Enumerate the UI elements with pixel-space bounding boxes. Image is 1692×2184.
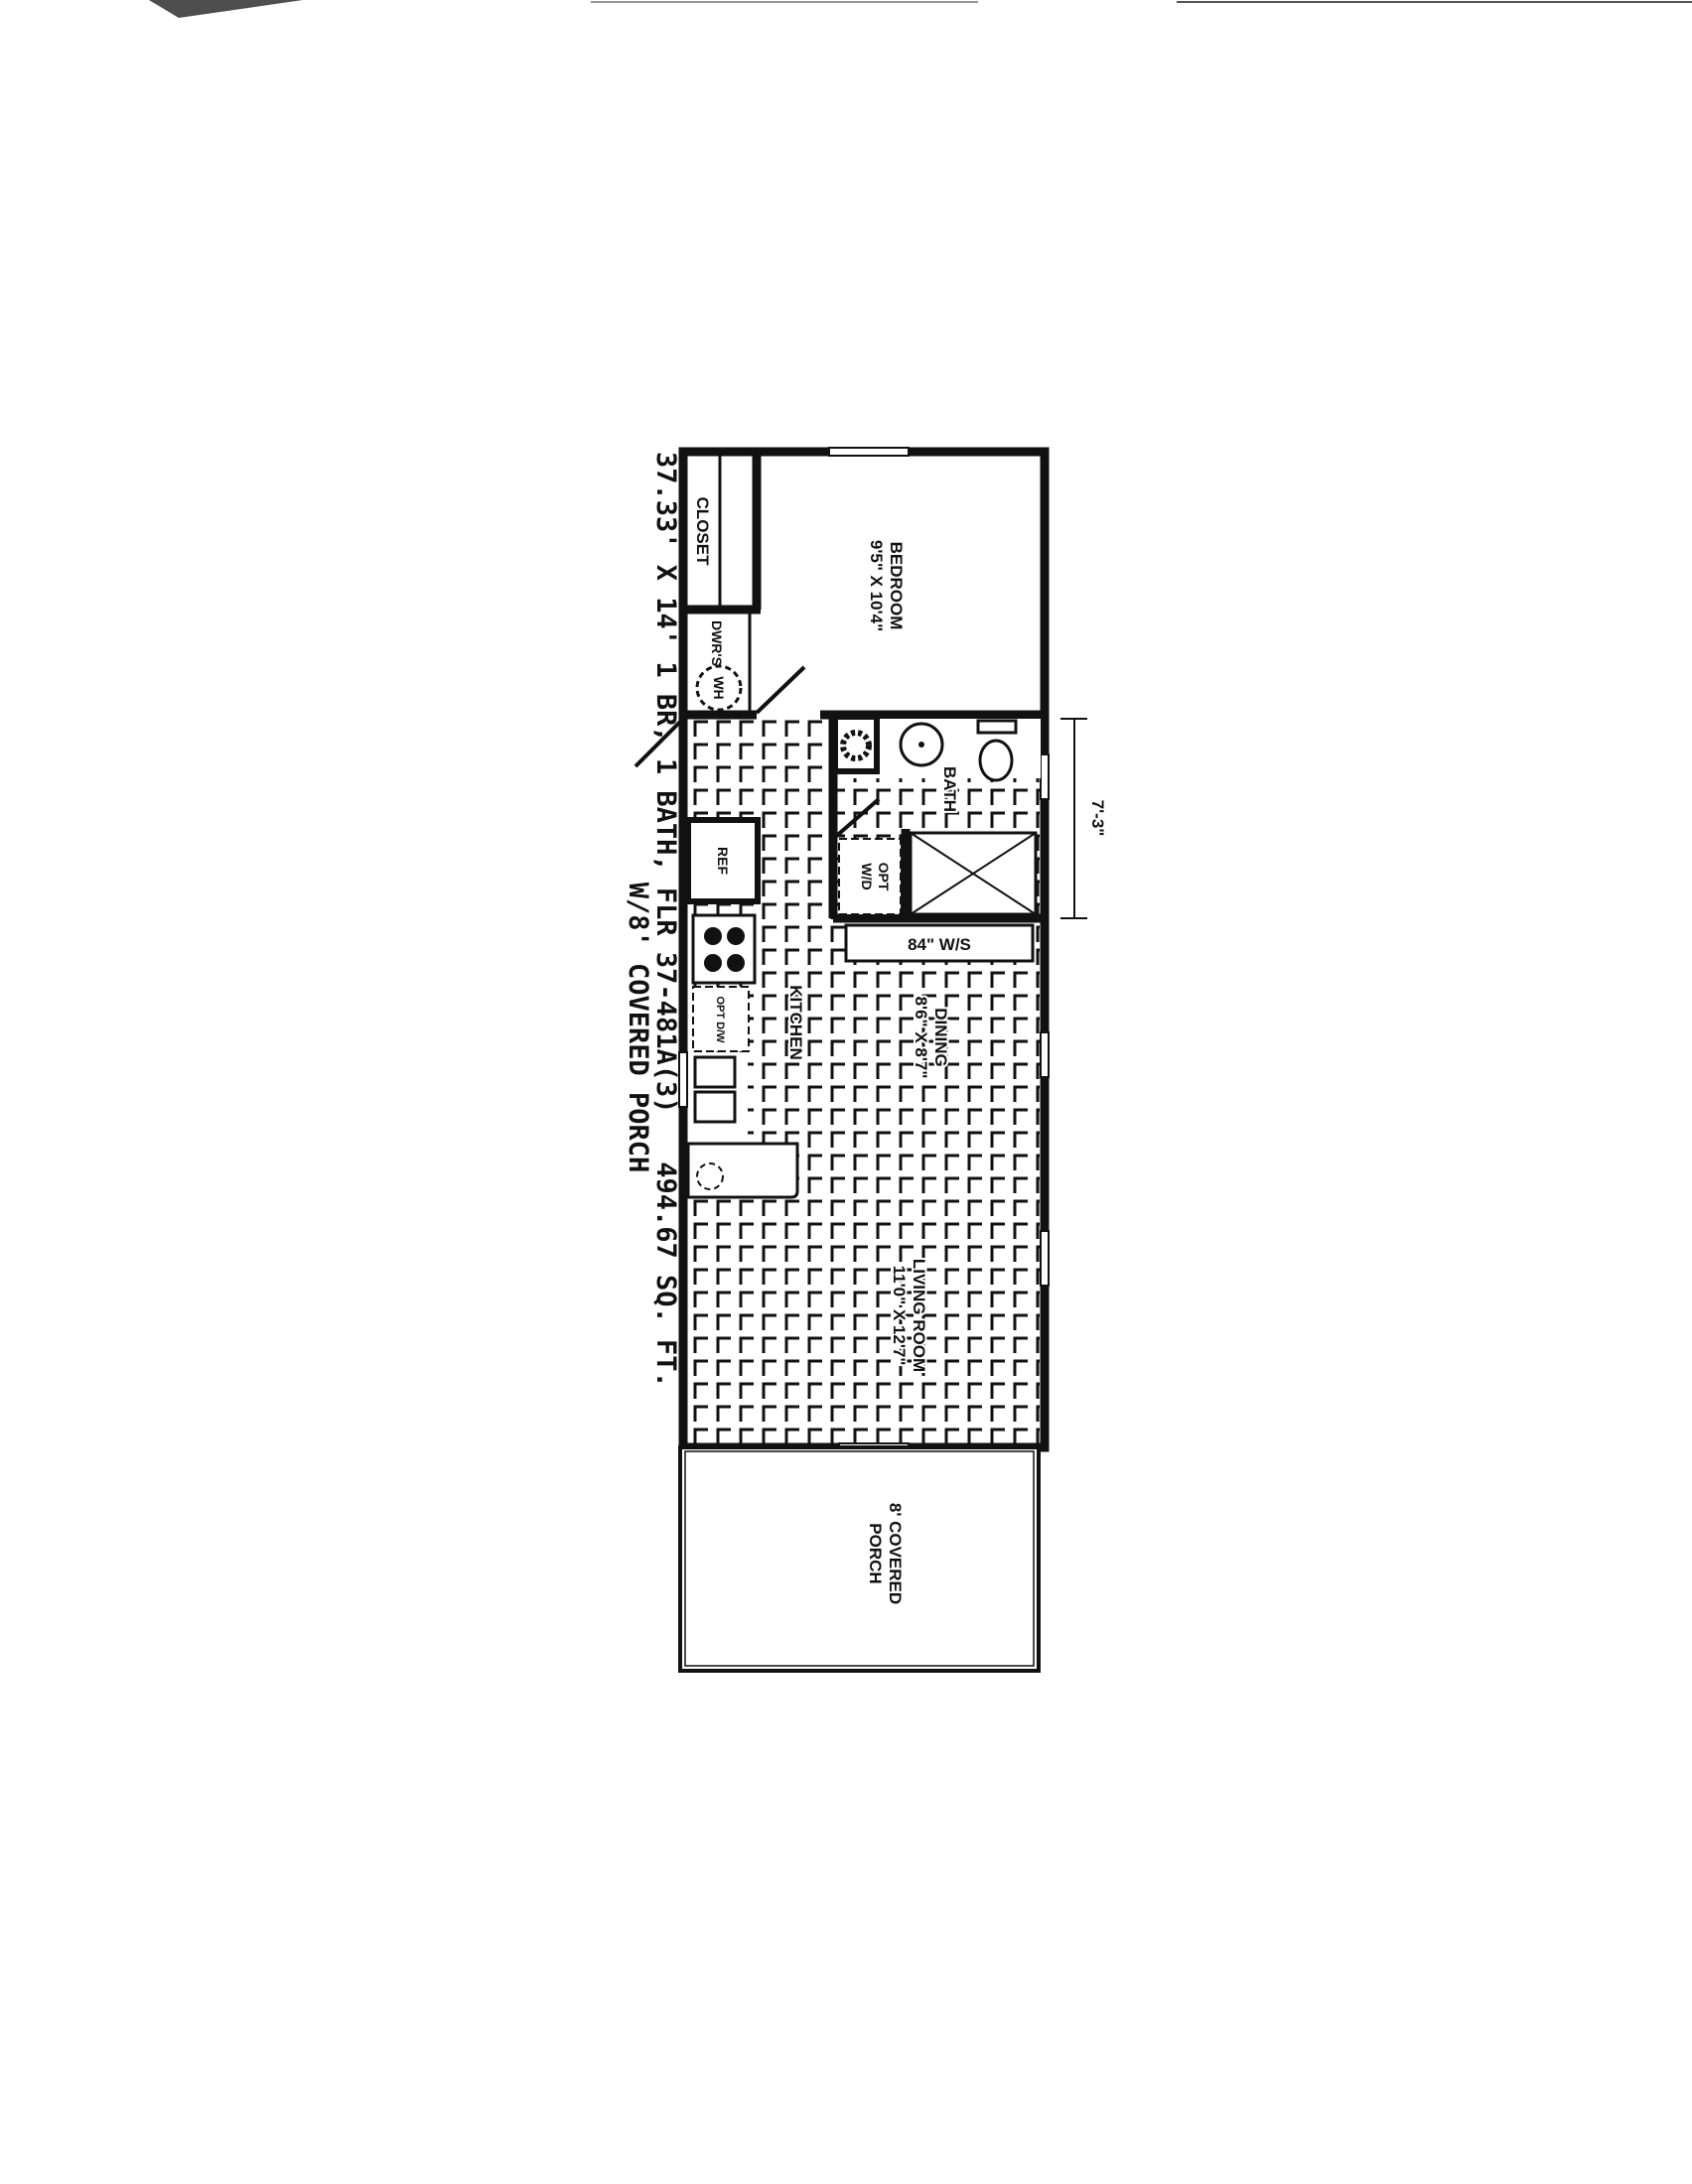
dining-label: DINING <box>931 1008 950 1067</box>
bedroom-area <box>687 455 1041 713</box>
entry-door[interactable] <box>634 715 687 768</box>
ws-box <box>844 923 1035 963</box>
opt-dishwasher <box>692 986 750 1052</box>
plan-caption-line1: 37.33' X 14' 1 BR, 1 BATH, FLR 37-481A(3… <box>650 452 681 1388</box>
toilet-icon <box>978 739 1014 782</box>
covered-porch <box>678 1445 1041 1673</box>
bedroom-size: 9'5" X 10'4" <box>867 540 886 631</box>
trash-can <box>696 1162 724 1190</box>
window <box>1040 1230 1050 1287</box>
toilet-tank <box>976 719 1018 735</box>
refrigerator <box>685 817 761 904</box>
hvac-icon <box>840 730 872 761</box>
ws-label: 84" W/S <box>908 935 971 954</box>
window <box>828 447 910 457</box>
water-heater-label: WH <box>711 676 727 699</box>
shower-x <box>910 832 1037 915</box>
dining-size: 8'6" X 8'7" <box>912 997 930 1079</box>
window <box>678 1051 688 1108</box>
peninsula-counter <box>686 1142 799 1199</box>
burner <box>704 954 722 972</box>
range <box>691 913 757 985</box>
kitchen-sink <box>693 1055 737 1089</box>
opt-wd-label: W/D <box>859 863 875 889</box>
dimension-label: 7'-3" <box>1088 800 1107 837</box>
window <box>1040 753 1050 800</box>
burner <box>704 927 722 945</box>
bedroom-door[interactable] <box>755 665 806 715</box>
bath-door[interactable] <box>831 797 881 841</box>
scan-artifact <box>149 0 303 18</box>
kitchen-sink <box>693 1090 737 1124</box>
living-room-label: LIVING ROOM <box>910 1259 928 1372</box>
opt-wd-box <box>838 838 902 915</box>
ref-label: REF <box>715 847 731 875</box>
sink-drain <box>918 742 924 748</box>
porch-label: 8' COVERED <box>886 1503 905 1604</box>
bedroom-label: BEDROOM <box>887 542 906 630</box>
porch-label: PORCH <box>866 1523 885 1583</box>
burner <box>727 927 745 945</box>
bath-label: BATH <box>940 766 959 812</box>
window <box>1040 1031 1050 1078</box>
water-heater-icon <box>695 664 743 712</box>
living-room-size: 11'0" X 12'7" <box>890 1266 909 1366</box>
opt-dw-label: OPT D/W <box>714 996 726 1043</box>
plan-caption-line2: W/8' COVERED PORCH <box>623 883 653 1173</box>
opt-wd-label: OPT <box>876 863 892 891</box>
burner <box>727 954 745 972</box>
porch-rail <box>684 1450 1035 1667</box>
kitchen-label: KITCHEN <box>786 985 805 1060</box>
drawers-label: DWR'S <box>709 620 725 666</box>
closet-label: CLOSET <box>693 497 712 567</box>
